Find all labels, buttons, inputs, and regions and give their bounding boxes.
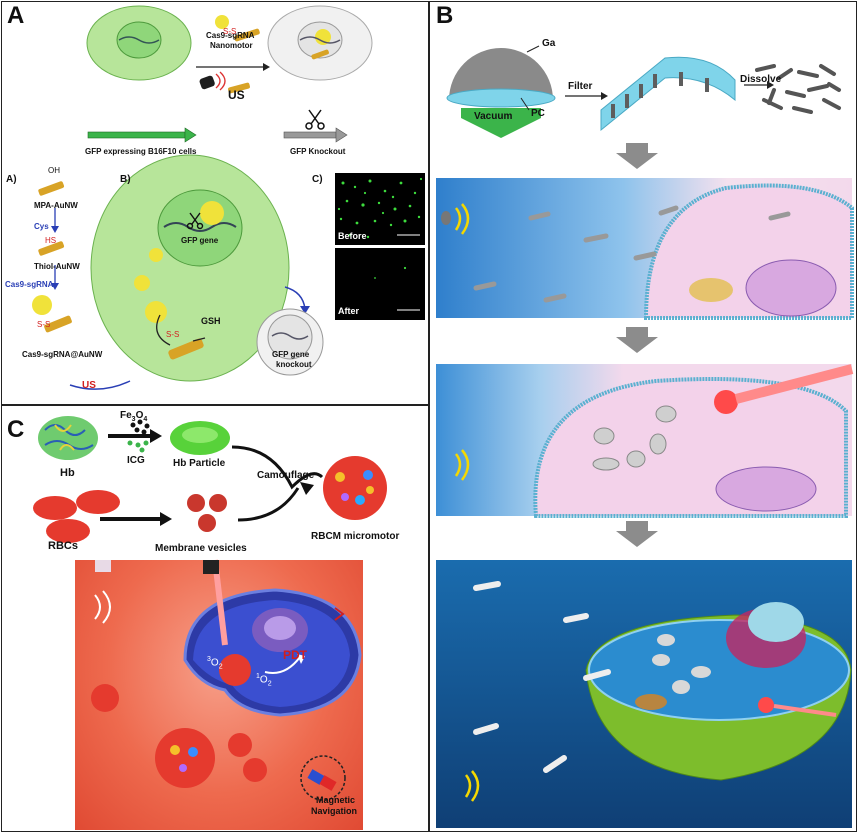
fe-symbol: Fe bbox=[120, 410, 132, 421]
before-label: Before bbox=[338, 231, 367, 241]
sub-a-chain bbox=[32, 181, 131, 390]
filter-label: Filter bbox=[568, 81, 593, 92]
singlet-o2-sub: 2 bbox=[267, 680, 272, 688]
rbcm-micromotor-label: RBCM micromotor bbox=[311, 531, 400, 542]
panel-b-frame bbox=[429, 1, 857, 832]
magnetic-label-line2: Navigation bbox=[311, 806, 358, 816]
after-label: After bbox=[338, 306, 360, 316]
o-symbol: O bbox=[135, 410, 144, 421]
step1-scene bbox=[441, 183, 854, 320]
panel-b-step-arrows bbox=[616, 143, 658, 547]
knockout-label-line1: GFP gene bbox=[272, 350, 310, 359]
pc-label: PC bbox=[531, 108, 545, 119]
knockout-label-line2: knockout bbox=[276, 360, 312, 369]
nanomotor-label-line2: Nanomotor bbox=[210, 41, 253, 50]
nanomotor-label-line1: Cas9-sgRNA bbox=[206, 31, 255, 40]
gsh-label: GSH bbox=[201, 316, 221, 326]
panel-a-frame bbox=[1, 1, 429, 405]
gfp-expressing-label: GFP expressing B16F10 cells bbox=[85, 147, 197, 156]
before-cells-dots bbox=[337, 177, 423, 239]
gfp-gene-label: GFP gene bbox=[181, 236, 219, 245]
cas9-aunw-label: Cas9-sgRNA@AuNW bbox=[22, 350, 103, 359]
panel-c-scheme bbox=[33, 416, 387, 543]
ss-label-sub-a: S-S bbox=[37, 320, 51, 329]
pdt-label: PDT bbox=[283, 648, 307, 662]
mpa-aunw-label: MPA-AuNW bbox=[34, 201, 78, 210]
before-micrograph bbox=[335, 173, 425, 245]
triplet-o2-o: O bbox=[210, 657, 219, 669]
panel-b-step1-image bbox=[436, 178, 854, 320]
sub-b-label: B) bbox=[120, 174, 131, 185]
dissolve-label: Dissolve bbox=[740, 74, 782, 85]
hs-label: HS bbox=[45, 236, 57, 245]
triplet-o2-sup: 3 bbox=[207, 656, 211, 663]
oh-label: OH bbox=[48, 166, 60, 175]
panel-c-label: C bbox=[7, 416, 25, 443]
singlet-o2-label: 1O2 bbox=[256, 673, 272, 687]
fe-sub-3: 3 bbox=[131, 416, 136, 423]
sub-b-cell bbox=[90, 154, 324, 382]
pdt-scene bbox=[91, 559, 362, 801]
us-label-sub-a: US bbox=[82, 380, 96, 391]
panel-b-step3-image bbox=[436, 560, 852, 828]
hb-particle-label: Hb Particle bbox=[173, 458, 226, 469]
after-micrograph bbox=[335, 248, 425, 320]
panel-b-step2-image bbox=[436, 364, 854, 518]
after-cells-dots bbox=[374, 266, 420, 311]
pdt-scene-image bbox=[75, 559, 363, 830]
panel-a-label: A bbox=[7, 2, 25, 29]
icg-label: ICG bbox=[127, 455, 145, 466]
thiol-aunw-label: Thiol-AuNW bbox=[34, 262, 80, 271]
panel-a-top-schematic bbox=[86, 5, 373, 143]
magnetic-label-line1: Magnetic bbox=[316, 795, 356, 805]
panel-b-label: B bbox=[436, 2, 454, 29]
hb-label: Hb bbox=[60, 467, 75, 479]
triplet-o2-sub: 2 bbox=[218, 663, 223, 671]
vacuum-label: Vacuum bbox=[474, 111, 513, 122]
panel-b-fabrication bbox=[446, 45, 841, 138]
us-label-top: US bbox=[228, 88, 245, 102]
fe3o4-label: Fe3O4 bbox=[120, 410, 147, 423]
membrane-vesicles-label: Membrane vesicles bbox=[155, 543, 247, 554]
step2-scene bbox=[454, 364, 854, 518]
singlet-o2-sup: 1 bbox=[256, 673, 260, 680]
gfp-knockout-label: GFP Knockout bbox=[290, 147, 346, 156]
step3-scene bbox=[464, 581, 852, 802]
cys-label: Cys bbox=[34, 222, 49, 231]
rbcs-label: RBCs bbox=[48, 540, 78, 552]
singlet-o2-o: O bbox=[259, 674, 268, 686]
ss-label-top: S-S bbox=[223, 27, 237, 36]
camouflage-label: Camouflage bbox=[257, 470, 315, 481]
sub-a-label: A) bbox=[6, 174, 17, 185]
sub-c-label: C) bbox=[312, 174, 323, 185]
ga-label: Ga bbox=[542, 38, 556, 49]
triplet-o2-label: 3O2 bbox=[207, 656, 223, 670]
ss-label-sub-b: S-S bbox=[166, 330, 180, 339]
cas9-sgrna-label: Cas9-sgRNA bbox=[5, 280, 54, 289]
panel-c-frame bbox=[1, 405, 429, 832]
fe-sub-4: 4 bbox=[143, 416, 148, 423]
